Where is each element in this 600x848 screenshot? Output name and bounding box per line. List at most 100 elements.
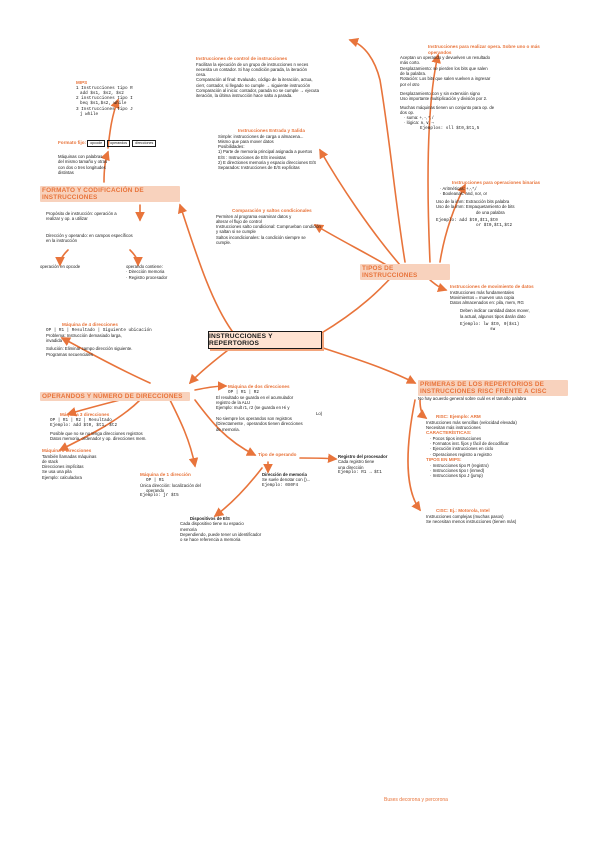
binarias-line: Uso de la imm: Empaquetamiento de bits bbox=[436, 204, 515, 210]
arrow-op-dos bbox=[194, 381, 228, 391]
cuatro-line: OP | R1 | Resultado | Siguiente ubicació… bbox=[46, 327, 152, 333]
dos-node: Máquina de dos direcciones OP | R1 | R2 … bbox=[216, 384, 346, 432]
formato-title: FORMATO Y CODIFICACIÓN DE INSTRUCCIONES bbox=[40, 186, 180, 202]
entrada-node: Instrucciones Entrada y Salida Simple: i… bbox=[218, 128, 368, 171]
tipo-mem-line: Se suele denotar con ()... bbox=[262, 477, 311, 483]
dos-line: de memoria. bbox=[216, 426, 240, 432]
primeras-node: PRIMERAS DE LOS REPERTORIOS DE INSTRUCCI… bbox=[418, 380, 568, 401]
mips-line: 1 Instrucciones tipo R bbox=[76, 85, 133, 91]
entrada-line: 1) Parte de memoria principal asignada a… bbox=[218, 149, 313, 155]
dos-line: OP | R1 | R2 bbox=[228, 389, 259, 395]
central-topic: INSTRUCCIONES Y REPERTORIOS bbox=[208, 331, 322, 349]
comparacion-line: Instrucciones salto condicional: Comprue… bbox=[216, 224, 321, 230]
control-line: Comparación al inicio: contador, parada … bbox=[196, 88, 320, 94]
arrow-tipos-movimiento bbox=[429, 279, 448, 293]
operaciones-line: de la palabra. bbox=[400, 71, 427, 77]
control-line: cierr, contador, si llegado no cumple → … bbox=[196, 82, 311, 88]
op-contiene-line: · Registro procesador bbox=[126, 274, 168, 280]
entrada-line: Separados: Instrucciones de E/S explícit… bbox=[218, 165, 300, 171]
mips-line: add $s1, $s2, $s2 bbox=[80, 90, 124, 96]
una-title: Máquina de 1 dirección bbox=[140, 472, 191, 477]
proposito-line: Propósito de instrucción: operación a bbox=[46, 211, 117, 216]
arrow-op-tres bbox=[66, 399, 121, 417]
cisc-line: Instrucciones complejas (muchas pasos) bbox=[426, 513, 504, 519]
una-line: Única dirección: localización del bbox=[140, 482, 201, 488]
tres-title: Máquina 3 direcciones bbox=[60, 412, 110, 417]
tipo-mem-title: Dirección de memoria bbox=[262, 472, 307, 477]
tipo-reg-node: Registro del procesador Cada registro ti… bbox=[338, 454, 418, 475]
movimiento-line: Datos almacenados en: pila, mem, RG bbox=[450, 300, 524, 306]
risc-line: · Formatos inst. fijos y fácil de decodi… bbox=[430, 441, 509, 447]
arrow-tipo-reg bbox=[299, 453, 338, 464]
comparacion-line: cumple. bbox=[216, 240, 232, 246]
op-campo-text: operación en opcode bbox=[40, 264, 81, 269]
cuatro-line: Programas secuenciales bbox=[46, 351, 94, 357]
dos-title: Máquina de dos direcciones bbox=[228, 384, 290, 389]
dos-line: registro de la ALU bbox=[216, 400, 251, 406]
arrow-op-cero bbox=[58, 399, 141, 451]
arrow-tipos-up bbox=[348, 37, 406, 263]
comparacion-title: Comparación y saltos condicionales bbox=[232, 208, 312, 213]
tres-line: Ejemplo: add $t0, $t1, $t2 bbox=[50, 422, 118, 428]
operaciones-line: · lógica: ∧, ∨, ¬ bbox=[404, 120, 434, 126]
una-node: Máquina de 1 dirección OP | R1 Única dir… bbox=[140, 472, 230, 499]
arrow-primeras-cisc bbox=[407, 399, 421, 512]
es-line: memoria bbox=[180, 526, 197, 532]
movimiento-line: Ejemplo: lw $t0, 0($s1) bbox=[460, 322, 520, 328]
operaciones-line: Desplazamiento: se pierden los bits que … bbox=[400, 65, 488, 71]
arrow-to-primeras bbox=[319, 346, 417, 384]
flow-tag: opcode bbox=[87, 140, 106, 148]
operaciones-line: Desplazamiento con y sin extensión signo bbox=[400, 90, 481, 96]
arrow-dir-op1 bbox=[55, 249, 69, 267]
tipos-title-node: TIPOS DE INSTRUCCIONES bbox=[360, 264, 450, 280]
comparacion-line: y saltan si se cumple bbox=[216, 229, 256, 235]
risc-line: TIPOS EN MIPS: bbox=[426, 456, 462, 462]
cuatro-title: Máquina de 4 direcciones bbox=[62, 322, 118, 327]
cuatro-node: Máquina de 4 direcciones OP | R1 | Resul… bbox=[46, 322, 196, 357]
mips-line: j while bbox=[80, 112, 99, 118]
dos-line: (Directamente , operandos tienen direcci… bbox=[216, 421, 303, 427]
arrow-mips bbox=[107, 98, 120, 149]
control-line: necesita un contador. Si hay condición p… bbox=[196, 66, 308, 72]
tipo-reg-line: Ejemplo: R1 → $t1 bbox=[338, 469, 382, 475]
arrow-to-operandos bbox=[188, 346, 233, 385]
operaciones-line: · suma: +, -, *, / bbox=[404, 115, 434, 121]
formato-title-node: FORMATO Y CODIFICACIÓN DE INSTRUCCIONES bbox=[40, 186, 180, 202]
risc-line: · Operaciones registro a registro bbox=[430, 451, 492, 457]
cuatro-line: Problema: Instrucción demasiado larga, bbox=[46, 332, 122, 338]
risc-node: RISC: Ejemplo: ARM Instrucciones más sen… bbox=[426, 414, 566, 478]
tipo-node: Tipo de operando bbox=[258, 452, 328, 458]
movimiento-line: Movimientos = mueven una copia bbox=[450, 294, 515, 300]
maquinas-line: con dos o tres longitudes bbox=[58, 164, 106, 170]
mips-node: MIPS 1 Instrucciones tipo R add $s1, $s2… bbox=[76, 80, 166, 117]
es-line: Cada dispositivo tiene su espacio bbox=[180, 521, 244, 527]
control-line: Facilitan la ejecución de un grupo de in… bbox=[196, 61, 309, 67]
tres-line: Datos memoria, ordenador y op. direccion… bbox=[50, 436, 147, 442]
entrada-line: E/S : Instrucciones de E/S inexistas bbox=[218, 154, 286, 160]
binarias-node: Instrucciones para operaciones binarias … bbox=[436, 180, 576, 229]
op-contiene-line: operando contiene: bbox=[126, 264, 163, 269]
risc-title: RISC: Ejemplo: ARM bbox=[436, 414, 481, 419]
comparacion-line: Saltos incondicionales: la condición sie… bbox=[216, 234, 306, 240]
risc-line: · Instrucciones tipo J (jump) bbox=[430, 473, 483, 479]
risc-line: · Pocos tipos instrucciones bbox=[430, 435, 482, 441]
arrow-formato-fijo bbox=[100, 150, 110, 183]
es-line: o se hace referencia a memoria bbox=[180, 537, 241, 543]
cero-node: Máquina 0 direcciones También llamadas m… bbox=[42, 448, 132, 480]
tres-line: OP | R1 | R2 | Resultado bbox=[50, 417, 112, 423]
risc-line: Necesitan más instrucciones bbox=[426, 424, 481, 430]
cero-title: Máquina 0 direcciones bbox=[42, 448, 92, 453]
op-contiene-line: · Dirección memoria bbox=[126, 269, 165, 275]
dos-line: El resultado se guarda en el acumulador bbox=[216, 394, 294, 400]
cuatro-line: invadida bbox=[46, 338, 63, 344]
flow-tag: direcciones bbox=[132, 140, 157, 148]
binarias-line: · Booleanas: and, nor, or bbox=[440, 190, 488, 196]
operaciones-line: Muchas máquinas tienen un conjunto para … bbox=[400, 104, 495, 110]
tipo-reg-title: Registro del procesador bbox=[338, 454, 388, 459]
footer-note: Buses decorona y percorona bbox=[384, 797, 448, 803]
tres-line: Posible que no se no tenga direcciones r… bbox=[50, 431, 143, 437]
operaciones-title: Instrucciones para realizar opera. Sobre… bbox=[428, 44, 540, 55]
mips-line: 2 instrucciones tipo I bbox=[76, 96, 133, 102]
arrow-dir-op2 bbox=[129, 249, 143, 267]
